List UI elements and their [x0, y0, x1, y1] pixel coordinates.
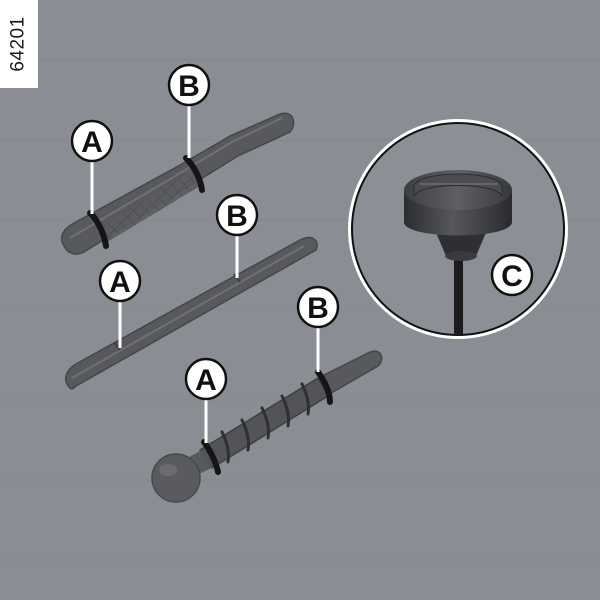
band-b [315, 369, 333, 405]
callout-circles [70, 63, 534, 401]
callout-a-middle: A [109, 266, 131, 299]
callout-b-middle: B [226, 200, 248, 233]
callout-b-bottom: B [307, 292, 329, 325]
callout-b-top: B [178, 70, 200, 103]
dipstick-cap-closeup [404, 170, 512, 335]
spiral-dipstick [151, 350, 383, 503]
ball-end [151, 453, 201, 503]
callout-c: C [501, 260, 523, 293]
leader-lines [90, 104, 320, 443]
detail-inset [348, 119, 568, 339]
band-b [183, 155, 205, 193]
figure-reference-tag: 64201 [0, 0, 38, 88]
flat-dipstick [60, 112, 295, 255]
band-a [87, 210, 109, 249]
callout-a-bottom: A [195, 364, 217, 397]
callout-a-top: A [81, 126, 103, 159]
figure-reference-code: 64201 [8, 16, 29, 72]
band-a [201, 439, 221, 475]
